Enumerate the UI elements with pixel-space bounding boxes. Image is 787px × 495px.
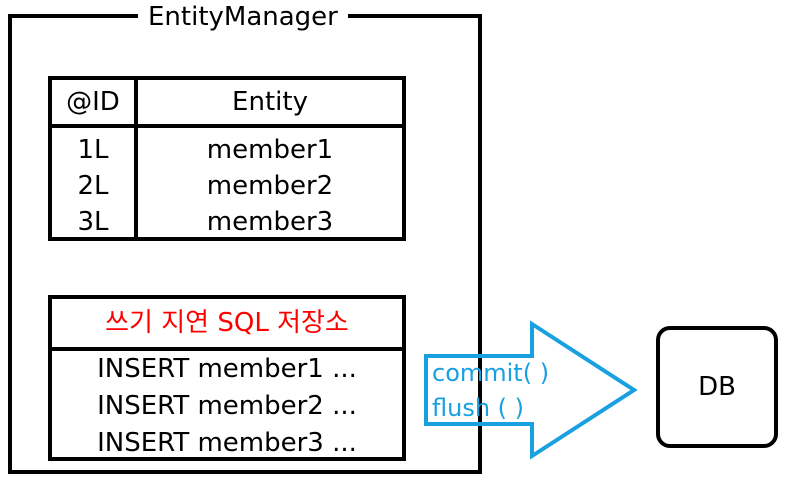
cache-header-entity: Entity [232, 87, 308, 117]
sql-store-row: INSERT member2 ... [97, 391, 357, 421]
commit-label: commit( ) [432, 359, 550, 387]
cache-row-id: 2L [77, 171, 109, 201]
sql-store-row: INSERT member3 ... [97, 428, 357, 458]
cache-header-id: @ID [66, 87, 120, 117]
cache-row-entity: member1 [206, 135, 334, 165]
cache-row-entity: member3 [206, 207, 334, 237]
cache-row-id: 1L [77, 135, 109, 165]
sql-store-row: INSERT member1 ... [97, 354, 357, 384]
cache-row-entity: member2 [206, 171, 334, 201]
database-label: DB [698, 372, 736, 402]
database-box: DB [656, 326, 778, 448]
cache-row-id: 3L [77, 207, 109, 237]
flush-label: flush ( ) [432, 394, 525, 422]
cache-header-row [52, 80, 402, 128]
entity-manager-title: EntityManager [138, 2, 348, 32]
flush-arrow-shape [424, 320, 638, 460]
write-behind-sql-store: 쓰기 지연 SQL 저장소 INSERT member1 ... INSERT … [48, 295, 406, 461]
sql-store-title: 쓰기 지연 SQL 저장소 [52, 299, 402, 351]
first-level-cache-table: @ID Entity 1L member1 2L member2 3L memb… [48, 76, 406, 241]
cache-column-divider [134, 80, 138, 237]
